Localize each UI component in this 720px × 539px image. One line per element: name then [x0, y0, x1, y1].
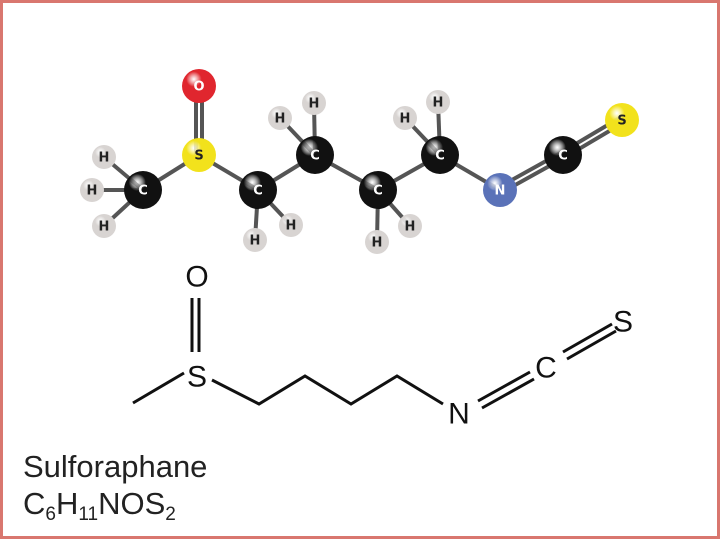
- bond-c-s-a: [562, 322, 613, 354]
- atom-c3: [296, 136, 334, 174]
- atom-label: H: [433, 96, 444, 111]
- atom-label: H: [275, 112, 286, 127]
- formula-subscript: 11: [78, 504, 99, 525]
- formula-element: C: [23, 486, 46, 521]
- atom-label: H: [309, 97, 320, 112]
- atom-label: C: [253, 184, 263, 199]
- atom-h9: [398, 214, 422, 238]
- atom-s1: [182, 138, 216, 172]
- bond-n-c-b: [481, 377, 535, 410]
- atom-c1: [124, 171, 162, 209]
- skeletal-n-label: N: [448, 398, 470, 431]
- bond-methyl-s: [132, 371, 185, 405]
- atom-h3: [92, 214, 116, 238]
- atom-label: S: [194, 149, 203, 164]
- skeletal-s-label: S: [187, 361, 207, 394]
- atom-h1: [92, 145, 116, 169]
- atom-s2: [605, 103, 639, 137]
- atom-label: C: [435, 149, 445, 164]
- ball-and-stick-model: O S C H H H C H H C H H C H H C H H N C S: [80, 69, 639, 254]
- atom-label: H: [99, 151, 110, 166]
- bond-chain: [211, 374, 444, 406]
- atom-h5: [279, 213, 303, 237]
- atom-c6: [544, 136, 582, 174]
- compound-formula: C6H11NOS2: [23, 486, 176, 526]
- compound-name: Sulforaphane: [23, 449, 208, 484]
- atom-label: N: [495, 184, 506, 199]
- atom-label: H: [250, 234, 261, 249]
- atom-label: S: [617, 114, 626, 129]
- atom-label: C: [310, 149, 320, 164]
- atom-h6: [268, 106, 292, 130]
- formula-subscript: 6: [45, 504, 56, 525]
- atom-c5: [421, 136, 459, 174]
- formula-subscript: 2: [165, 504, 176, 525]
- skeletal-o-label: O: [185, 261, 208, 294]
- atom-label: H: [286, 219, 297, 234]
- bond-n-c-a: [477, 370, 531, 403]
- atom-label: H: [400, 112, 411, 127]
- atom-n: [483, 173, 517, 207]
- atom-c4: [359, 171, 397, 209]
- atom-label: H: [405, 220, 416, 235]
- atom-h2: [80, 178, 104, 202]
- formula-element: H: [55, 486, 79, 521]
- atom-label: C: [373, 184, 383, 199]
- atom-label: H: [372, 236, 383, 251]
- atom-h7: [302, 91, 326, 115]
- atom-o: [182, 69, 216, 103]
- skeletal-c-label: C: [535, 352, 557, 385]
- formula-element: NOS: [98, 486, 166, 521]
- atom-h8: [365, 230, 389, 254]
- atom-h11: [426, 90, 450, 114]
- atom-h10: [393, 106, 417, 130]
- atom-label: C: [558, 149, 568, 164]
- skeletal-formula: [132, 298, 617, 410]
- atom-c2: [239, 171, 277, 209]
- skeletal-s2-label: S: [613, 306, 633, 339]
- atom-label: H: [87, 184, 98, 199]
- atom-label: C: [138, 184, 148, 199]
- atom-label: O: [193, 80, 204, 95]
- atom-label: H: [99, 220, 110, 235]
- atom-h4: [243, 228, 267, 252]
- bond-c-s-b: [566, 329, 617, 361]
